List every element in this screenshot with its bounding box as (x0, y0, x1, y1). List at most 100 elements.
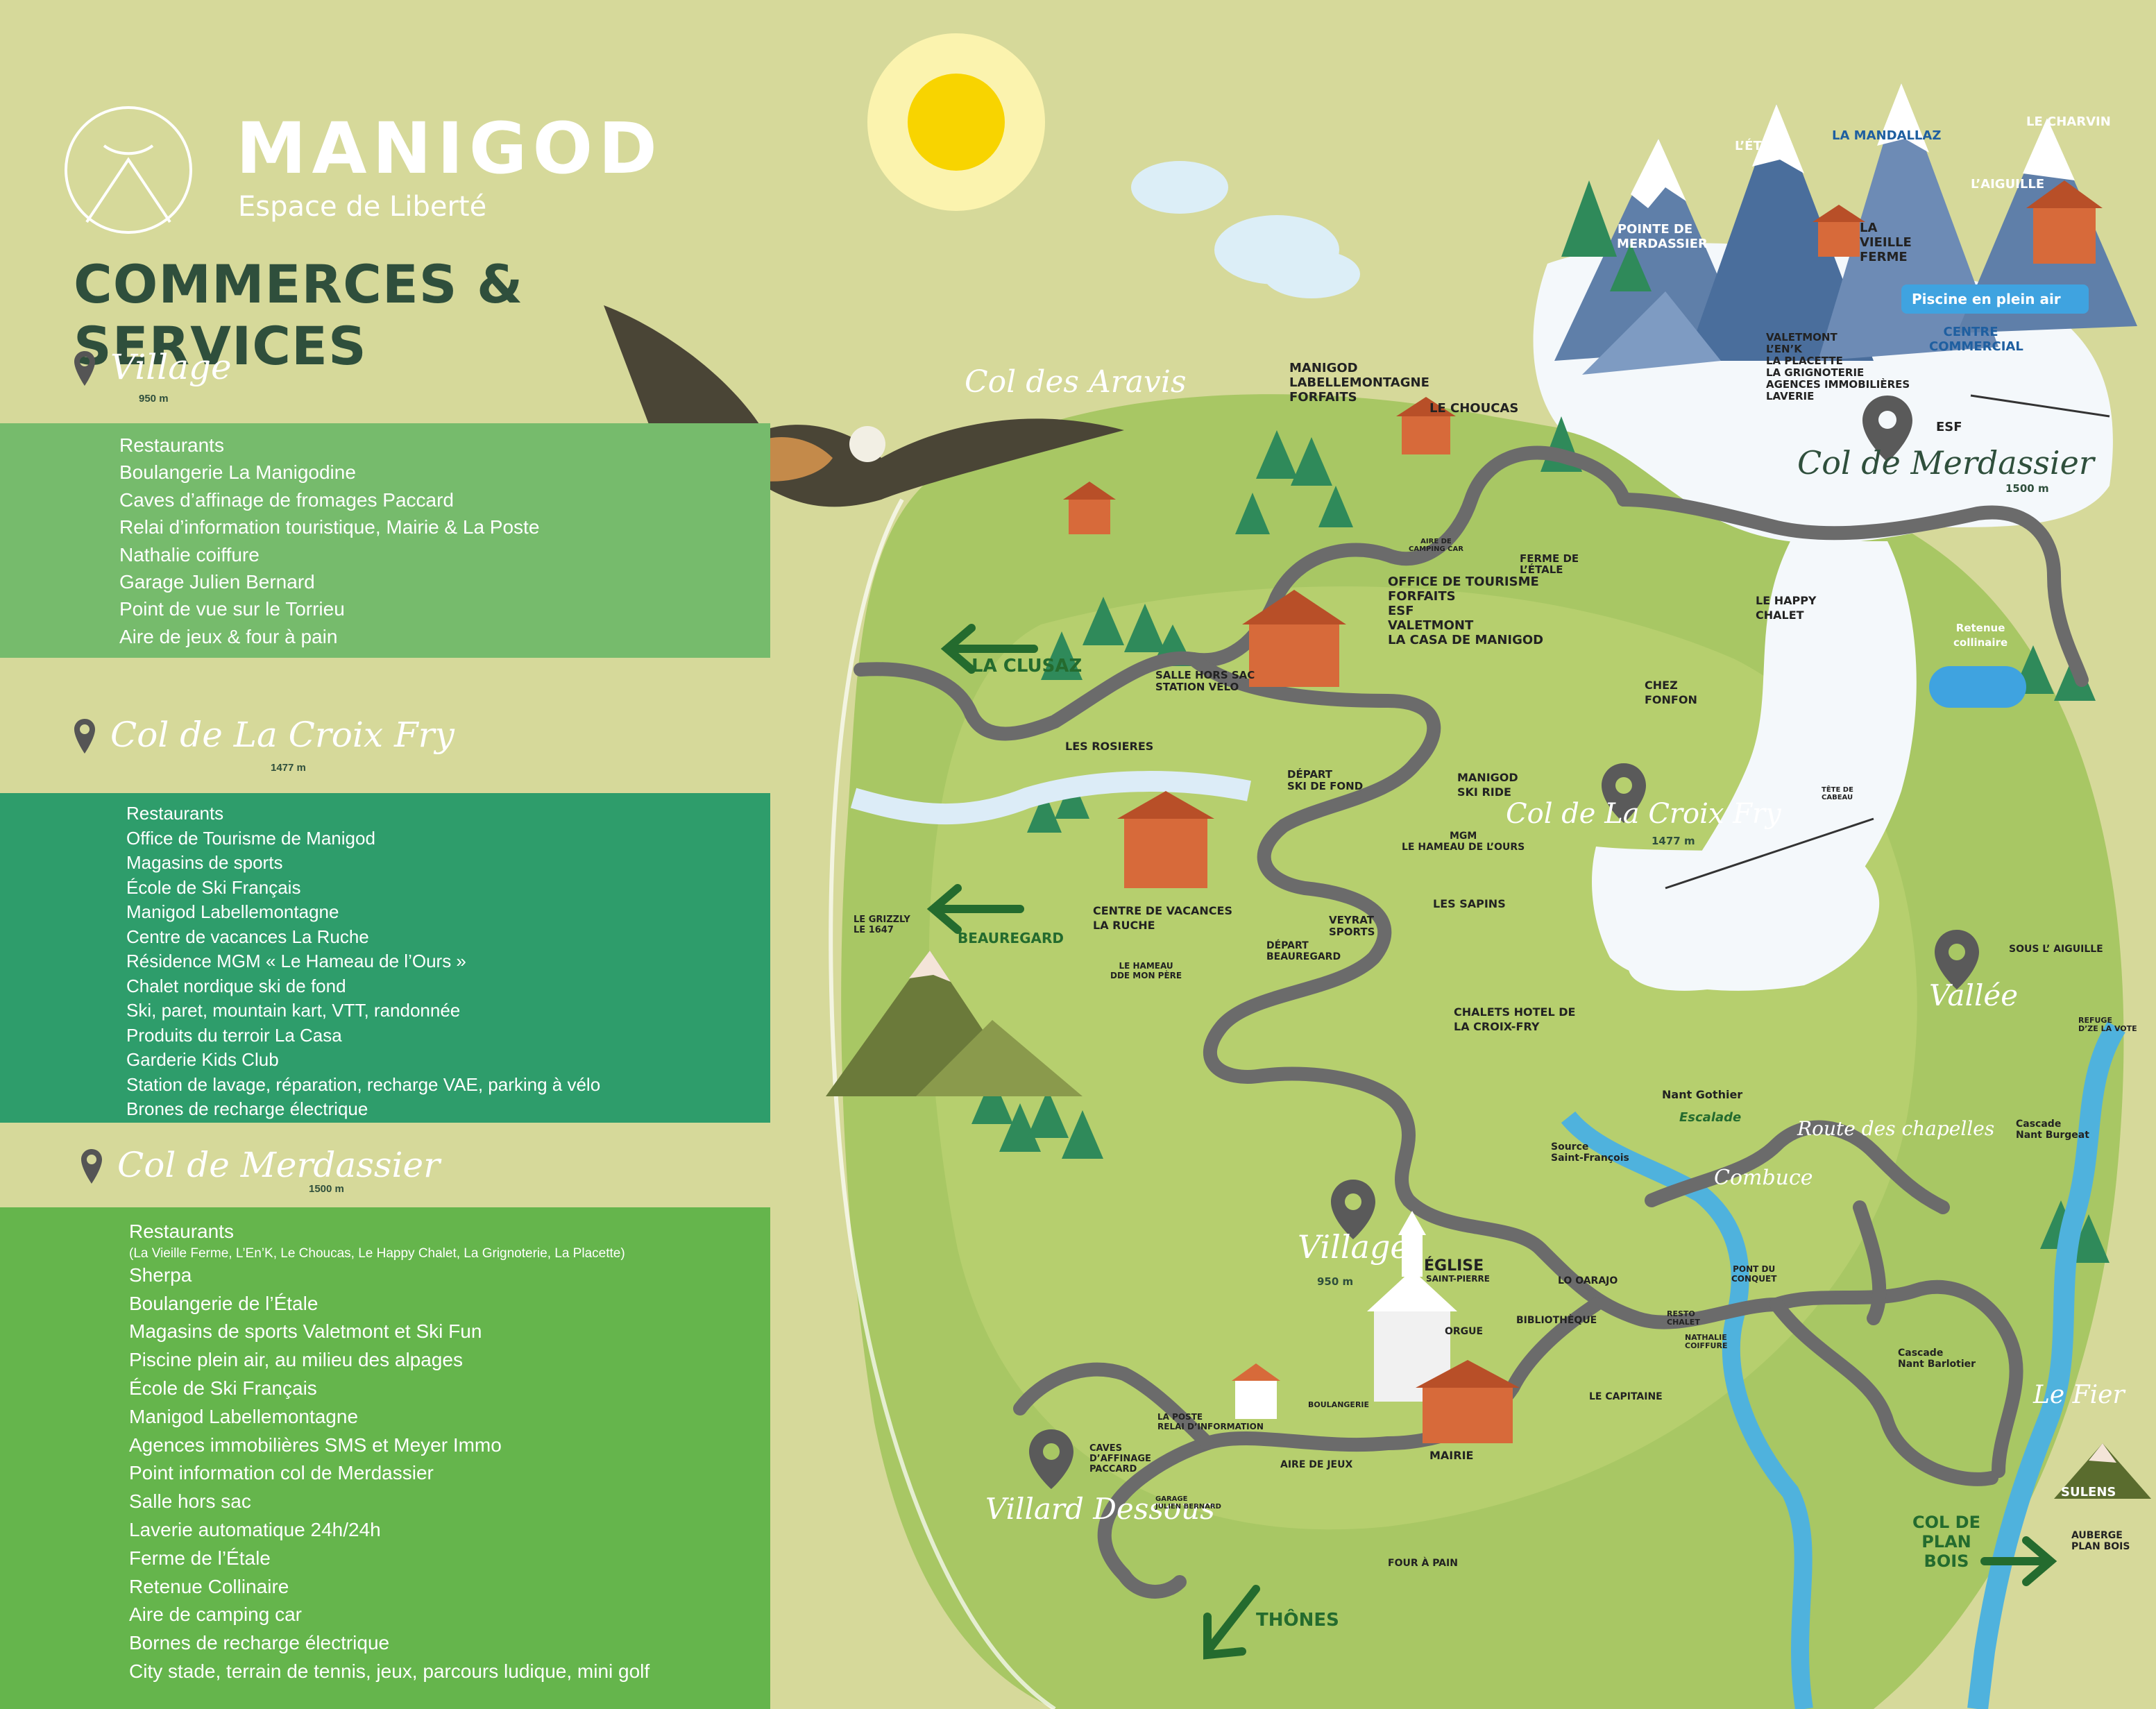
clouds (1131, 161, 1360, 298)
poi-line: LABELLEMONTAGNE (1289, 375, 1429, 390)
poi-line: Nant Barlotier (1898, 1359, 1976, 1370)
poi-line: DÉPART (1266, 940, 1309, 951)
poi-line: CABEAU (1822, 794, 1853, 801)
poi-mairie: MAIRIE (1429, 1449, 1474, 1462)
place-col-merdassier: Col de Merdassier (1797, 444, 2094, 482)
poi-line: VALETMONT (1766, 331, 1837, 343)
list-item: Restaurants (126, 803, 224, 824)
place-combuce: Combuce (1714, 1166, 1813, 1190)
list-item: Retenue Collinaire (129, 1575, 289, 1597)
poi-line: CHALET (1756, 609, 1804, 622)
section-merdassier-list: Restaurants (La Vieille Ferme, L’En’K, L… (0, 1207, 770, 1709)
poi-line: AGENCES IMMOBILIÈRES (1766, 378, 1910, 391)
direction-arrows (926, 624, 2057, 1660)
list-item: Produits du terroir La Casa (126, 1024, 342, 1046)
list-item: Brones de recharge électrique (126, 1098, 368, 1119)
poi-line: LA PLACETTE (1766, 355, 1843, 367)
poi-beauregard: BEAUREGARD (958, 930, 1064, 946)
poi-line: DÉPART (1287, 768, 1333, 781)
poi-line: BEAUREGARD (1266, 951, 1341, 962)
list-item: Manigod Labellemontagne (129, 1405, 359, 1427)
poi-line: MANIGOD (1457, 771, 1518, 784)
poi-line: collinaire (1953, 636, 2008, 649)
section-merdassier-header: Col de Merdassier (80, 1145, 440, 1185)
list-item: Agences immobilières SMS et Meyer Immo (129, 1434, 502, 1456)
poi-line: RESTO (1667, 1309, 1695, 1318)
piscine-pool (1901, 284, 2089, 314)
poi-line: NATHALIE (1685, 1333, 1727, 1342)
poi-line: LA GRIGNOTERIE (1766, 366, 1865, 379)
poi-la-vieille-ferme: LA VIEILLE FERME (1860, 221, 1912, 264)
place-le-fier: Le Fier (2033, 1381, 2125, 1409)
poi-line: MGM (1449, 831, 1477, 842)
poi-line: LE 1647 (854, 925, 894, 935)
chalets (1063, 180, 2103, 888)
alt-col-croix-fry: 1477 m (1652, 835, 1695, 847)
poi-sous-aiguille: SOUS L’ AIGUILLE (2009, 944, 2103, 955)
poi-line: SKI DE FOND (1287, 780, 1364, 792)
direction-thones[interactable]: THÔNES (1256, 1610, 1339, 1631)
section-title: Village (110, 347, 232, 387)
poi-line: VALETMONT (1388, 618, 1474, 633)
poi-line: FORFAITS (1388, 589, 1456, 604)
poi-line: TÊTE DE (1822, 786, 1853, 794)
peak-sulens: SULENS (2061, 1485, 2116, 1499)
section-altitude: 1477 m (271, 762, 306, 774)
list-item: Résidence MGM « Le Hameau de l’Ours » (126, 951, 466, 971)
list-item: Laverie automatique 24h/24h (129, 1518, 381, 1540)
poi-line: CAVES (1089, 1443, 1123, 1454)
list-item: Nathalie coiffure (119, 543, 260, 566)
poi-line: PACCARD (1089, 1464, 1137, 1474)
list-item: Magasins de sports (126, 852, 283, 873)
direction-la-clusaz[interactable]: LA CLUSAZ (971, 656, 1083, 677)
poi-orgue: ORGUE (1445, 1326, 1484, 1337)
list-item: Bornes de recharge électrique (129, 1632, 390, 1654)
section-altitude: 950 m (139, 393, 169, 405)
list-item: Piscine plein air, au milieu des alpages (129, 1349, 463, 1371)
poi-line: FONFON (1645, 693, 1697, 706)
list-item-note: (La Vieille Ferme, L’En’K, Le Choucas, L… (129, 1245, 625, 1261)
map-pin-icon (81, 1149, 102, 1184)
poi-line: L’ÉTALE (1520, 563, 1563, 576)
poi-line: DDE MON PÈRE (1110, 971, 1182, 980)
poi-four-a-pain: FOUR À PAIN (1388, 1558, 1458, 1569)
poi-line: LE HAMEAU (1119, 961, 1173, 971)
poi-line: JULIEN BERNARD (1155, 1503, 1221, 1511)
poi-line: COIFFURE (1685, 1341, 1728, 1350)
list-item: Caves d’affinage de fromages Paccard (119, 488, 454, 511)
manigod-logo-icon (65, 106, 192, 234)
list-item: City stade, terrain de tennis, jeux, par… (129, 1660, 650, 1682)
poi-piscine: Piscine en plein air (1912, 291, 2061, 307)
retenue-lake (1929, 666, 2026, 708)
place-vallee: Vallée (1929, 978, 2019, 1012)
peak-pointe-merdassier: POINTE DE MERDASSIER (1617, 222, 1708, 251)
peak-etale: L’ÉTALE (1735, 139, 1788, 153)
list-item: Sherpa (129, 1264, 192, 1286)
poi-line: CAMPING CAR (1409, 545, 1463, 553)
list-item: Ski, paret, mountain kart, VTT, randonné… (126, 1000, 461, 1021)
poi-line: FERME DE (1520, 552, 1579, 565)
direction-col-plan-bois[interactable]: COL DE PLAN BOIS (1912, 1513, 1980, 1571)
list-item: Garage Julien Bernard (119, 571, 315, 593)
poi-line: PLAN BOIS (2071, 1541, 2130, 1552)
place-col-aravis: Col des Aravis (965, 364, 1187, 400)
poi-line: Source (1551, 1141, 1589, 1153)
ski-lift (1665, 394, 2110, 890)
list-item: Station de lavage, réparation, recharge … (126, 1073, 601, 1095)
